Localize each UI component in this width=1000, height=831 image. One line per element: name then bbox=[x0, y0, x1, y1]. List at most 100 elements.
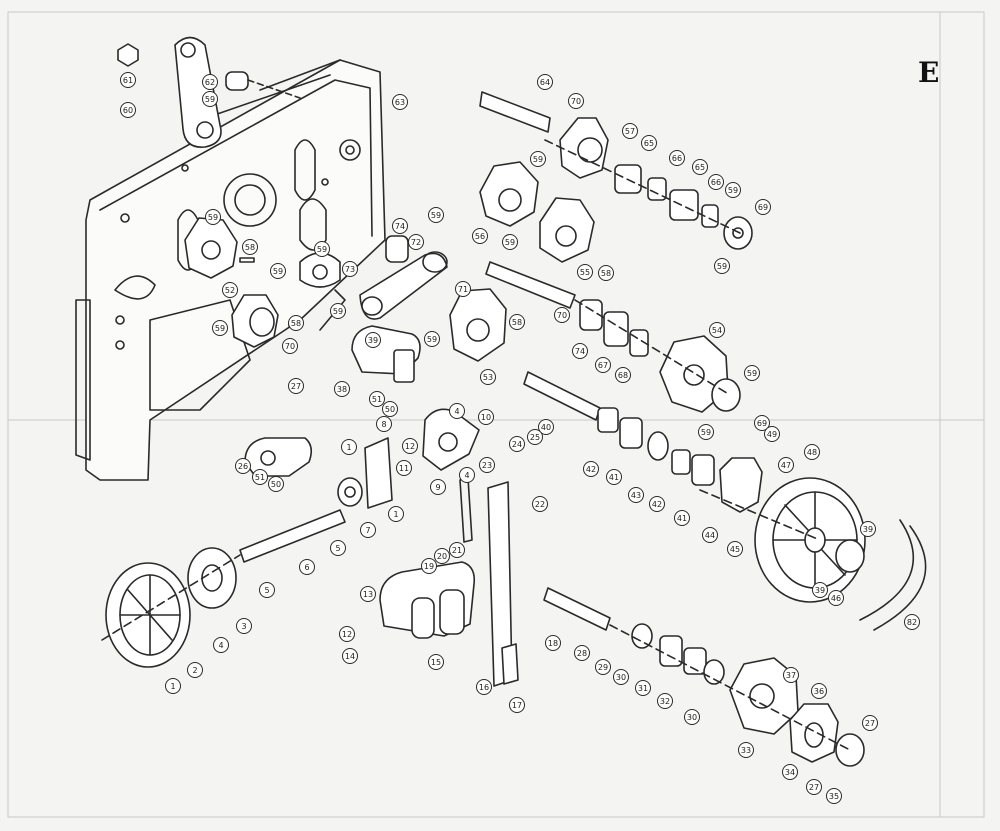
callout-bubble bbox=[574, 645, 590, 661]
callout-38: 38 bbox=[334, 381, 350, 397]
callout-bubble bbox=[509, 314, 525, 330]
callout-39: 39 bbox=[365, 332, 381, 348]
callout-bubble bbox=[595, 659, 611, 675]
callout-27: 27 bbox=[806, 779, 822, 795]
callout-34: 34 bbox=[782, 764, 798, 780]
callout-bubble bbox=[342, 648, 358, 664]
callout-number: 13 bbox=[363, 590, 373, 599]
swing-arm-linkage bbox=[319, 251, 448, 383]
callout-number: 58 bbox=[601, 269, 611, 278]
callout-82: 82 bbox=[904, 614, 920, 630]
callout-50: 50 bbox=[268, 476, 284, 492]
callout-number: 23 bbox=[482, 461, 492, 470]
callout-bubble bbox=[804, 444, 820, 460]
callout-number: 59 bbox=[505, 238, 515, 247]
callout-4: 4 bbox=[449, 403, 465, 419]
callout-bubble bbox=[826, 788, 842, 804]
callout-59: 59 bbox=[428, 207, 444, 223]
callout-number: 1 bbox=[170, 682, 175, 691]
callout-bubble bbox=[365, 332, 381, 348]
callout-5: 5 bbox=[330, 540, 346, 556]
callout-6: 6 bbox=[299, 559, 315, 575]
callout-59: 59 bbox=[744, 365, 760, 381]
callout-bubble bbox=[376, 416, 392, 432]
callout-number: 31 bbox=[638, 684, 648, 693]
callout-59: 59 bbox=[424, 331, 440, 347]
callout-57: 57 bbox=[622, 123, 638, 139]
callout-59: 59 bbox=[330, 303, 346, 319]
callout-number: 51 bbox=[255, 473, 265, 482]
callout-number: 2 bbox=[192, 666, 197, 675]
callout-60: 60 bbox=[120, 102, 136, 118]
callout-number: 42 bbox=[586, 465, 596, 474]
callout-bubble bbox=[288, 378, 304, 394]
callout-number: 70 bbox=[571, 97, 581, 106]
callout-bubble bbox=[314, 241, 330, 257]
callout-number: 65 bbox=[644, 139, 654, 148]
callout-number: 59 bbox=[427, 335, 437, 344]
callout-number: 59 bbox=[431, 211, 441, 220]
callout-number: 73 bbox=[345, 265, 355, 274]
callout-bubble bbox=[828, 590, 844, 606]
callout-number: 58 bbox=[291, 319, 301, 328]
callout-bubble bbox=[339, 626, 355, 642]
callout-45: 45 bbox=[727, 541, 743, 557]
callout-16: 16 bbox=[476, 679, 492, 695]
callout-bubble bbox=[268, 476, 284, 492]
callout-number: 41 bbox=[609, 473, 619, 482]
callout-number: 58 bbox=[245, 243, 255, 252]
callout-number: 15 bbox=[431, 658, 441, 667]
callout-59: 59 bbox=[202, 91, 218, 107]
callout-number: 68 bbox=[618, 371, 628, 380]
bottom-shaft-assembly bbox=[543, 587, 865, 767]
pulley bbox=[699, 477, 927, 631]
callout-24: 24 bbox=[509, 436, 525, 452]
callout-number: 27 bbox=[865, 719, 875, 728]
callout-bubble bbox=[684, 709, 700, 725]
callout-bubble bbox=[360, 586, 376, 602]
callout-bubble bbox=[527, 429, 543, 445]
callout-number: 4 bbox=[454, 407, 459, 416]
callout-bubble bbox=[669, 150, 685, 166]
callout-number: 36 bbox=[814, 687, 824, 696]
callout-bubble bbox=[635, 680, 651, 696]
callout-bubble bbox=[449, 542, 465, 558]
callout-bubble bbox=[428, 654, 444, 670]
callout-bubble bbox=[649, 496, 665, 512]
callout-bubble bbox=[392, 94, 408, 110]
callout-number: 3 bbox=[241, 622, 246, 631]
callout-74: 74 bbox=[392, 218, 408, 234]
callout-number: 70 bbox=[557, 311, 567, 320]
callout-52: 52 bbox=[222, 282, 238, 298]
callout-number: 59 bbox=[728, 186, 738, 195]
callout-17: 17 bbox=[509, 697, 525, 713]
callout-22: 22 bbox=[532, 496, 548, 512]
callout-41: 41 bbox=[674, 510, 690, 526]
callout-70: 70 bbox=[282, 338, 298, 354]
callout-bubble bbox=[709, 322, 725, 338]
callout-bubble bbox=[554, 307, 570, 323]
callout-15: 15 bbox=[428, 654, 444, 670]
callout-73: 73 bbox=[342, 261, 358, 277]
callout-70: 70 bbox=[554, 307, 570, 323]
callout-bubble bbox=[727, 541, 743, 557]
callout-number: 1 bbox=[346, 443, 351, 452]
callout-53: 53 bbox=[480, 369, 496, 385]
callout-59: 59 bbox=[698, 424, 714, 440]
callout-59: 59 bbox=[314, 241, 330, 257]
callout-number: 61 bbox=[123, 76, 133, 85]
callout-number: 11 bbox=[399, 464, 409, 473]
sheet-letter: E bbox=[918, 56, 940, 89]
callout-number: 54 bbox=[712, 326, 722, 335]
callout-number: 17 bbox=[512, 701, 522, 710]
callout-39: 39 bbox=[812, 582, 828, 598]
callout-number: 59 bbox=[317, 245, 327, 254]
callout-number: 37 bbox=[786, 671, 796, 680]
callout-bubble bbox=[165, 678, 181, 694]
callout-55: 55 bbox=[577, 264, 593, 280]
callout-number: 42 bbox=[652, 500, 662, 509]
callout-bubble bbox=[806, 779, 822, 795]
callout-8: 8 bbox=[376, 416, 392, 432]
callout-number: 29 bbox=[598, 663, 608, 672]
